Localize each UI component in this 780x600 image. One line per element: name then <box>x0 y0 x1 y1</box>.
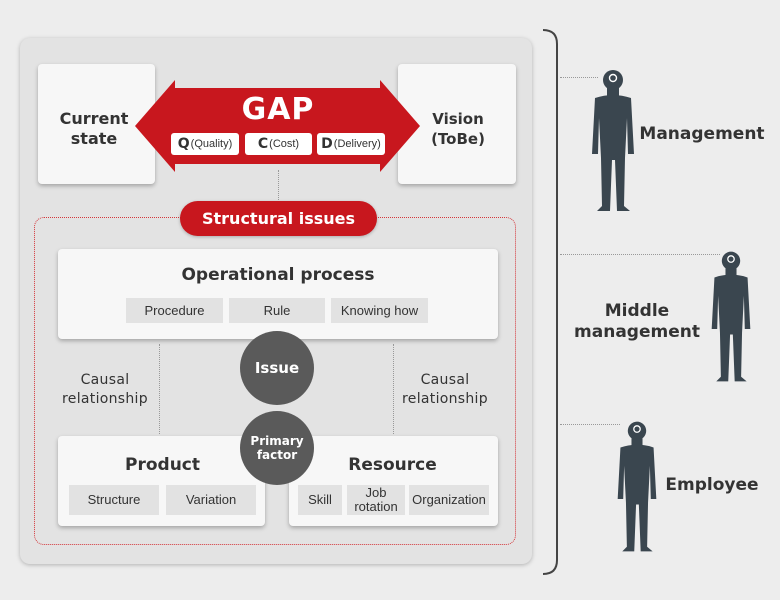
qcd-letter: C <box>257 136 269 152</box>
middle-management-connector <box>560 254 720 255</box>
current-state-label: Current state <box>59 109 129 148</box>
role-middle-management: Middle management <box>574 301 700 342</box>
employee-connector <box>560 424 620 425</box>
causal-line-right <box>393 344 394 434</box>
hierarchy-bracket <box>542 29 558 575</box>
vision-label: Vision (ToBe) <box>431 110 485 148</box>
qcd-letter: Q <box>177 136 190 152</box>
issue-circle: Issue <box>240 331 314 405</box>
operational-process-card <box>58 249 498 339</box>
product-title: Product <box>125 455 200 475</box>
middle-management-person-icon <box>711 251 751 382</box>
chip-skill: Skill <box>298 485 342 515</box>
chip-procedure: Procedure <box>126 298 223 323</box>
chip-rule: Rule <box>229 298 325 323</box>
qcd-quality-chip: Q (Quality) <box>171 133 239 155</box>
qcd-cost-chip: C (Cost) <box>245 133 312 155</box>
qcd-delivery-chip: D (Delivery) <box>317 133 385 155</box>
qcd-text: (Cost) <box>269 138 300 150</box>
gap-connector-line <box>278 170 279 200</box>
structural-issues-pill: Structural issues <box>180 201 377 236</box>
role-management: Management <box>639 124 765 144</box>
causal-relationship-left: Causal relationship <box>62 372 148 407</box>
management-connector <box>560 77 598 78</box>
chip-variation: Variation <box>166 485 256 515</box>
current-state-card <box>38 64 155 184</box>
causal-relationship-right: Causal relationship <box>402 372 488 407</box>
chip-job-rotation: Job rotation <box>347 485 405 515</box>
employee-person-icon <box>617 421 657 552</box>
qcd-text: (Delivery) <box>333 138 381 150</box>
chip-organization: Organization <box>409 485 489 515</box>
chip-structure: Structure <box>69 485 159 515</box>
causal-line-left <box>159 344 160 434</box>
gap-title: GAP <box>241 92 315 127</box>
qcd-letter: D <box>321 136 333 152</box>
role-employee: Employee <box>665 475 759 495</box>
management-person-icon <box>592 70 634 211</box>
primary-factor-circle: Primary factor <box>240 411 314 485</box>
qcd-text: (Quality) <box>190 138 233 150</box>
resource-title: Resource <box>348 455 437 475</box>
operational-process-title: Operational process <box>181 265 375 285</box>
chip-knowing-how: Knowing how <box>331 298 428 323</box>
